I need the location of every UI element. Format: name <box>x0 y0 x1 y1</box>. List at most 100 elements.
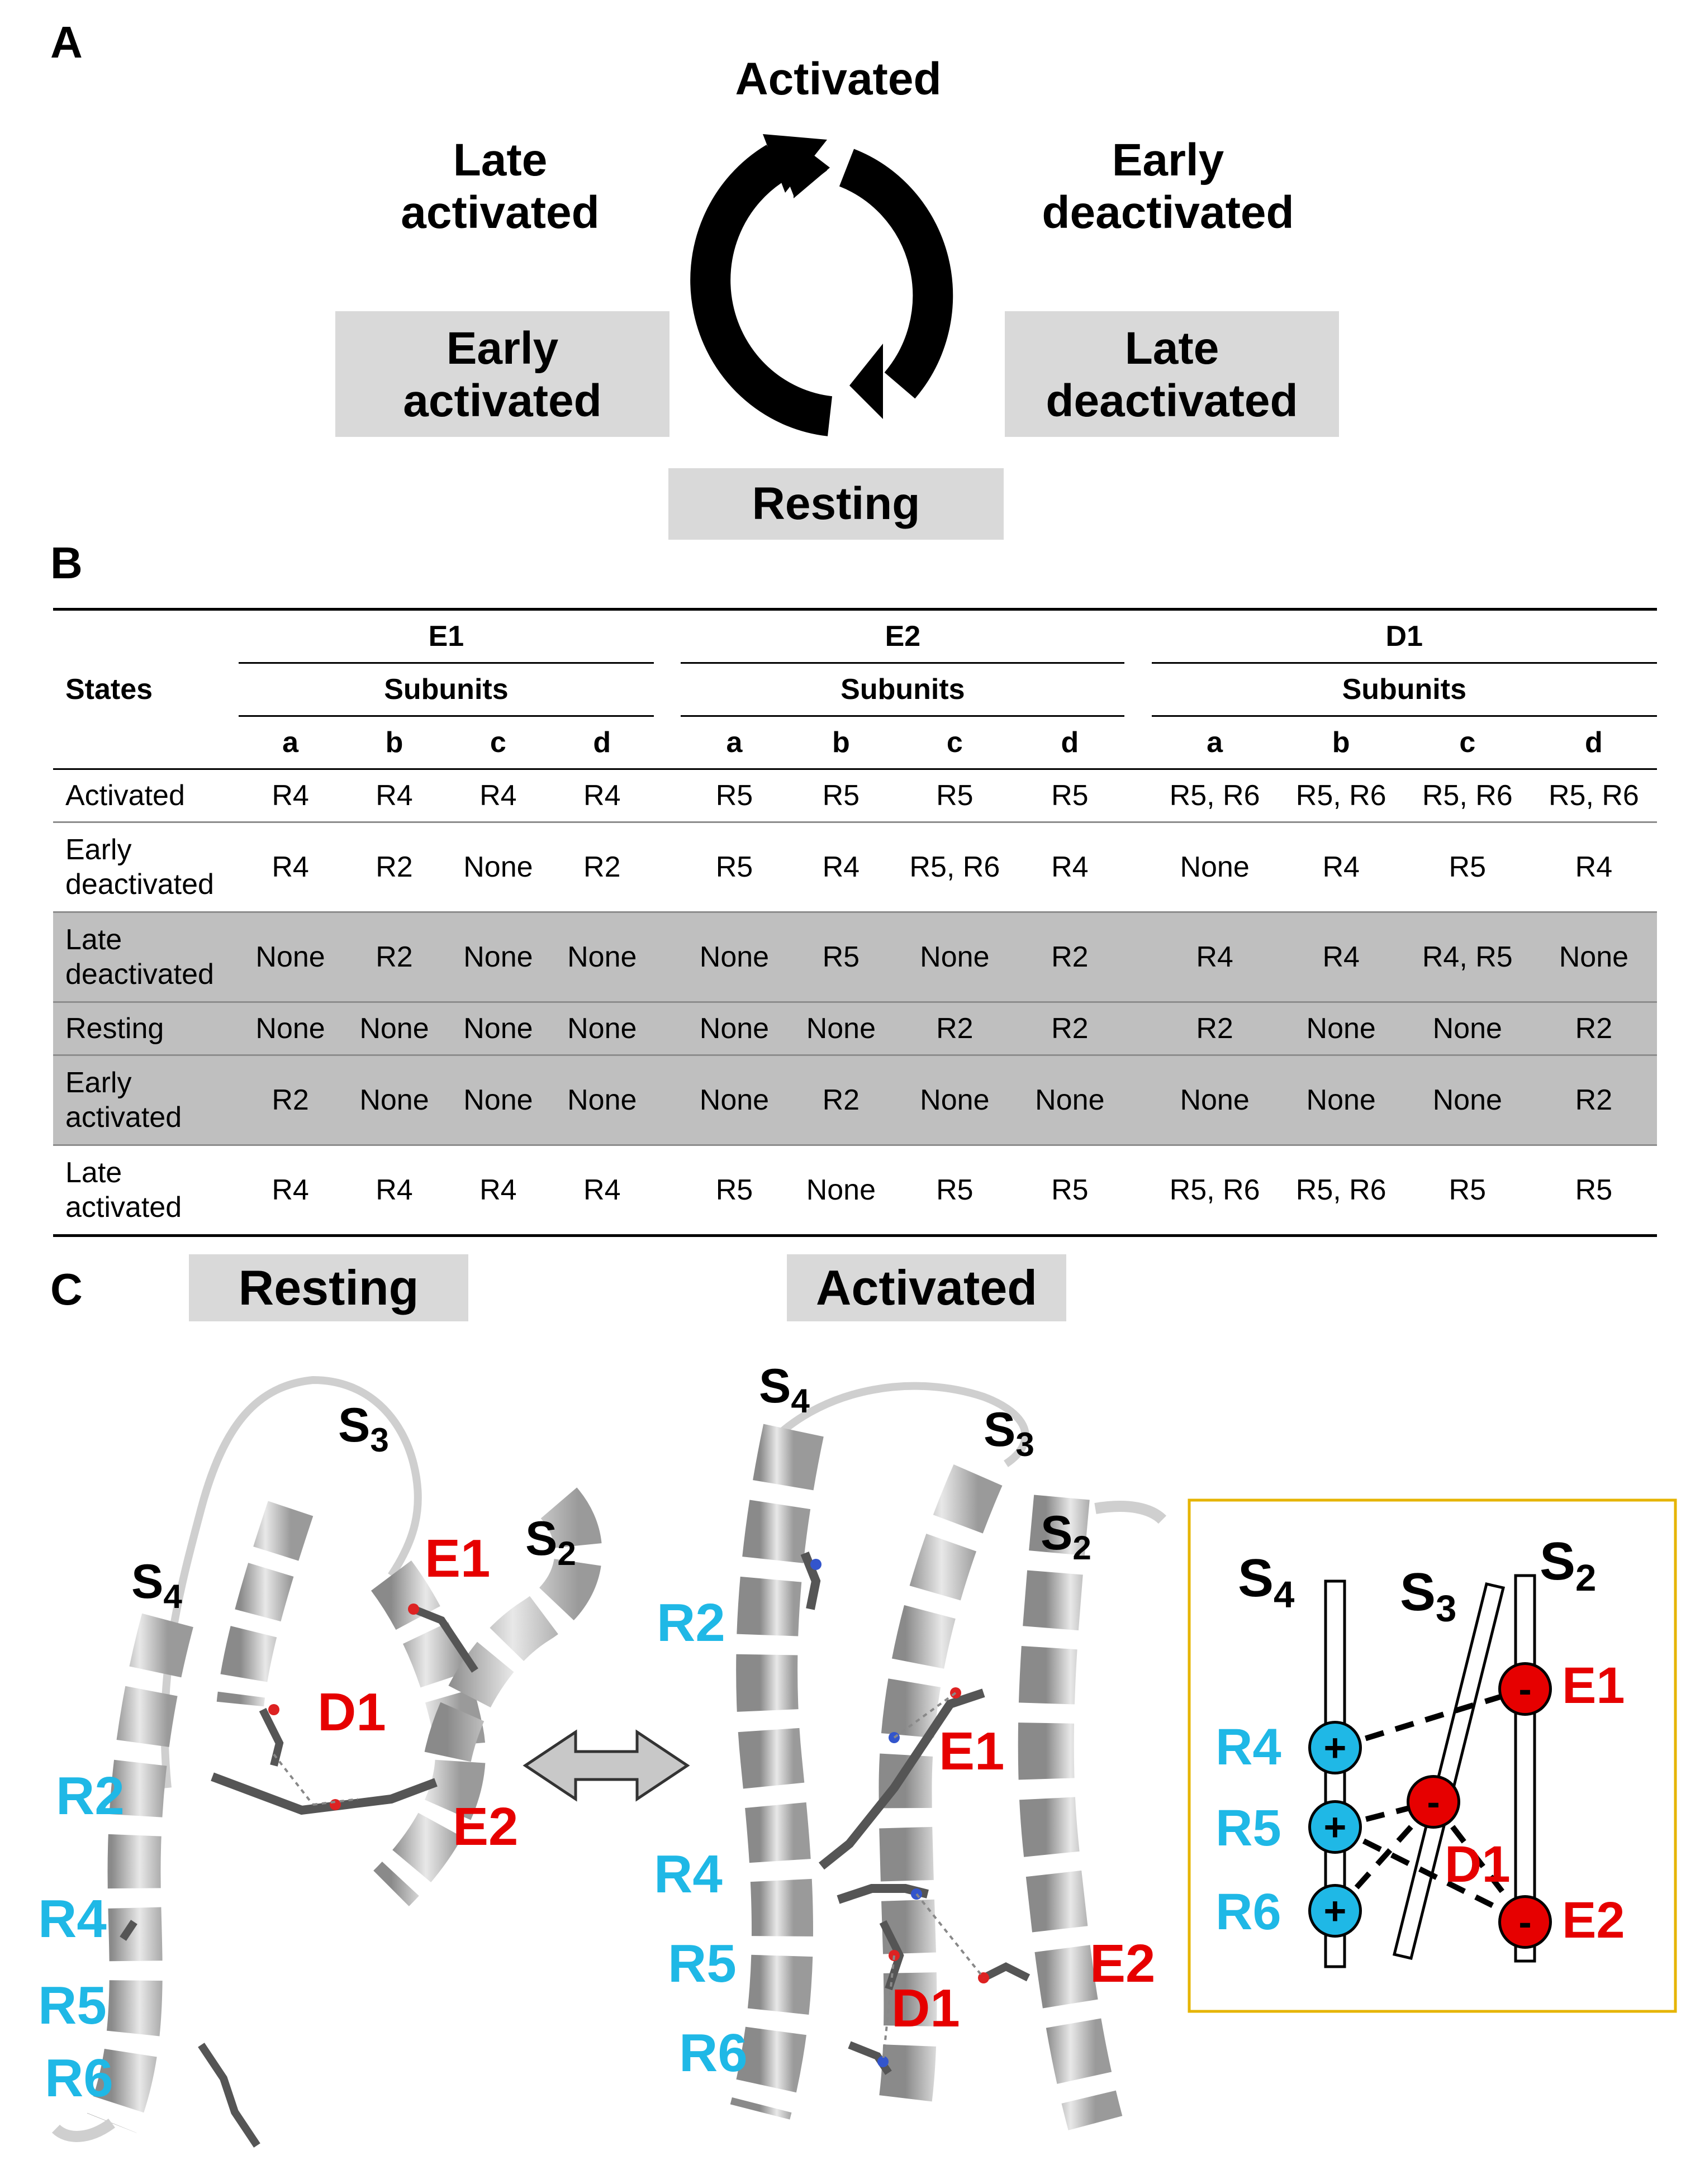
subunits-header-d1: Subunits <box>1151 663 1657 717</box>
cycle-arrows <box>690 134 953 436</box>
value-cell: R4 <box>1278 911 1404 1002</box>
charge-r6: + <box>1308 1884 1362 1938</box>
value-cell: R2 <box>1530 1054 1657 1145</box>
subunit-b: b <box>385 726 403 759</box>
value-cell: R5 <box>715 779 753 812</box>
value-cell: None <box>681 911 788 1002</box>
value-cell: R5 <box>787 911 895 1002</box>
value-cell: None <box>446 821 550 912</box>
value-cell: None <box>342 1001 447 1055</box>
value-cell: None <box>446 1054 550 1145</box>
schematic-label-d1: D1 <box>1445 1836 1511 1893</box>
resting-label-r4: R4 <box>38 1889 107 1949</box>
value-cell: R5 <box>681 1144 788 1236</box>
resting-title: Resting <box>189 1254 468 1321</box>
value-cell: R5 <box>1530 1144 1657 1236</box>
value-cell: None <box>550 1001 654 1055</box>
value-cell: None <box>681 1054 788 1145</box>
value-cell: R2 <box>1015 1001 1125 1055</box>
value-cell: R2 <box>894 1001 1015 1055</box>
value-cell: None <box>1530 911 1657 1002</box>
value-cell: R4 <box>1151 911 1278 1002</box>
value-cell: R2 <box>342 821 447 912</box>
schematic-label-s3: S3 <box>1400 1562 1457 1630</box>
charge-r4: + <box>1308 1721 1362 1774</box>
value-cell: None <box>550 1054 654 1145</box>
schematic-label-r6: R6 <box>1215 1883 1281 1940</box>
activated-title: Activated <box>787 1254 1066 1321</box>
value-cell: R4 <box>1015 821 1125 912</box>
state-interaction-table: States E1 E2 D1 Subunits Subunits Subuni… <box>53 608 1657 1237</box>
state-cell: Activated <box>65 779 185 812</box>
resting-label-s4: S4 <box>131 1555 182 1616</box>
value-cell: R4 <box>238 1144 343 1236</box>
value-cell: R2 <box>1015 911 1125 1002</box>
value-cell: R4 <box>479 779 517 812</box>
value-cell: None <box>1404 1054 1531 1145</box>
value-cell: None <box>550 911 654 1002</box>
activated-label-e2: E2 <box>1090 1934 1156 1993</box>
value-cell: None <box>1278 1001 1404 1055</box>
subunit-c: c <box>946 726 963 759</box>
activated-label-d1: D1 <box>891 1978 960 2038</box>
value-cell: R4, R5 <box>1404 911 1531 1002</box>
resting-label-r2: R2 <box>56 1766 125 1826</box>
subunit-d: d <box>1585 726 1603 759</box>
value-cell: None <box>894 1054 1015 1145</box>
value-cell: R5 <box>1051 779 1089 812</box>
value-cell: R5 <box>894 1144 1015 1236</box>
charge-d1: - <box>1407 1775 1460 1829</box>
state-resting: Resting <box>668 468 1004 540</box>
activated-label-r2: R2 <box>657 1593 725 1653</box>
value-cell: R4 <box>376 779 413 812</box>
activated-label-e1: E1 <box>939 1721 1005 1781</box>
resting-label-s3: S3 <box>338 1398 389 1459</box>
value-cell: R2 <box>342 911 447 1002</box>
subunit-c: c <box>1459 726 1476 759</box>
value-cell: R2 <box>787 1054 895 1145</box>
subunit-b: b <box>1332 726 1350 759</box>
value-cell: None <box>446 911 550 1002</box>
value-cell: None <box>787 1144 895 1236</box>
activated-label-r4: R4 <box>654 1844 723 1904</box>
value-cell: R2 <box>1151 1001 1278 1055</box>
value-cell: R5, R6 <box>1278 1144 1404 1236</box>
value-cell: R4 <box>550 1144 654 1236</box>
value-cell: R5, R6 <box>1422 779 1513 812</box>
subunit-b: b <box>832 726 850 759</box>
value-cell: R2 <box>550 821 654 912</box>
subunits-header-e1: Subunits <box>238 663 654 717</box>
value-cell: None <box>1015 1054 1125 1145</box>
value-cell: R5 <box>1404 821 1531 912</box>
subunit-a: a <box>282 726 299 759</box>
resting-label-e2: E2 <box>453 1797 519 1857</box>
charge-e2: - <box>1498 1895 1552 1949</box>
value-cell: None <box>238 1001 343 1055</box>
subunits-header-e2: Subunits <box>681 663 1125 717</box>
schematic-label-e1: E1 <box>1562 1657 1625 1714</box>
value-cell: R5, R6 <box>1548 779 1639 812</box>
charge-r5: + <box>1308 1800 1362 1854</box>
value-cell: R2 <box>238 1054 343 1145</box>
value-cell: R4 <box>238 821 343 912</box>
activated-structure <box>730 1382 1167 2130</box>
charge-schematic <box>1188 1498 1677 2013</box>
value-cell: None <box>681 1001 788 1055</box>
resting-structure <box>51 1376 602 2148</box>
value-cell: R5 <box>681 821 788 912</box>
value-cell: None <box>894 911 1015 1002</box>
schematic-label-s4: S4 <box>1238 1548 1295 1616</box>
value-cell: R5, R6 <box>894 821 1015 912</box>
value-cell: None <box>238 911 343 1002</box>
value-cell: R4 <box>1278 821 1404 912</box>
group-header-d1: D1 <box>1151 609 1657 664</box>
